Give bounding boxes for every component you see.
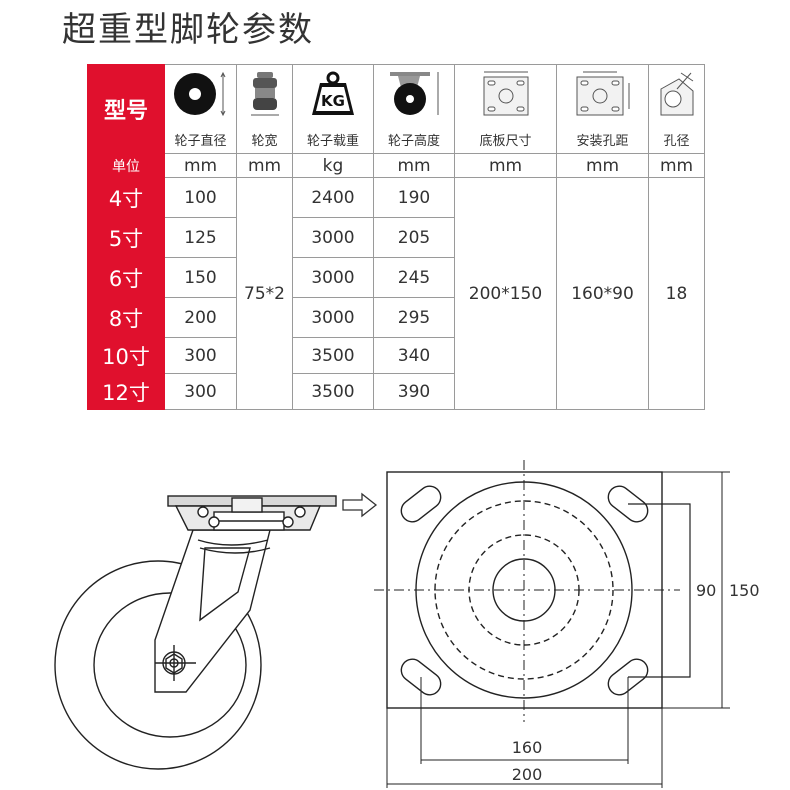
load-cell: 3500 <box>292 337 374 374</box>
table-row: 8寸 200 3000 295 <box>87 297 705 338</box>
diameter-cell: 150 <box>164 257 237 298</box>
size-cell: 6寸 <box>87 257 165 298</box>
hole-diameter-cell: 18 <box>648 177 705 410</box>
size-cell: 10寸 <box>87 337 165 374</box>
dimension-200: 200 <box>512 765 543 784</box>
spec-table: 型号 轮子直径 轮宽 KG 轮子载重 <box>87 64 705 410</box>
size-cell: 4寸 <box>87 177 165 218</box>
diameter-cell: 125 <box>164 217 237 258</box>
col-label: 底板尺寸 <box>479 134 532 149</box>
hole-spacing-icon <box>576 71 629 116</box>
unit-cell: mm <box>164 153 237 178</box>
unit-cell: mm <box>373 153 455 178</box>
header-load: KG 轮子载重 <box>292 64 374 154</box>
width-cell: 75*2 <box>236 177 293 410</box>
page-title: 超重型脚轮参数 <box>62 10 314 50</box>
base-plate-cell: 200*150 <box>454 177 557 410</box>
load-cell: 2400 <box>292 177 374 218</box>
base-plate-icon <box>483 71 528 116</box>
diameter-cell: 300 <box>164 337 237 374</box>
size-cell: 12寸 <box>87 373 165 410</box>
table-row: 12寸 300 3500 390 <box>87 373 705 410</box>
header-height: 轮子高度 <box>373 64 455 154</box>
height-cell: 340 <box>373 337 455 374</box>
hole-spacing-cell: 160*90 <box>556 177 649 410</box>
header-row: 型号 轮子直径 轮宽 KG 轮子载重 <box>87 64 705 154</box>
height-cell: 205 <box>373 217 455 258</box>
unit-cell: kg <box>292 153 374 178</box>
col-label: 安装孔距 <box>576 134 629 149</box>
kg-icon-text: KG <box>321 92 345 110</box>
arrow-right-icon <box>342 492 378 518</box>
table-row: 10寸 300 3500 340 <box>87 337 705 374</box>
load-cell: 3000 <box>292 217 374 258</box>
unit-cell: mm <box>556 153 649 178</box>
dimension-160: 160 <box>512 738 543 757</box>
col-label: 轮子载重 <box>306 134 359 149</box>
height-cell: 295 <box>373 297 455 338</box>
caster-side-view <box>54 495 337 770</box>
weight-kg-icon: KG <box>312 71 354 115</box>
height-cell: 190 <box>373 177 455 218</box>
unit-cell: mm <box>648 153 705 178</box>
header-width: 轮宽 <box>236 64 293 154</box>
wheel-diameter-icon <box>173 71 225 117</box>
model-label: 型号 <box>87 64 165 154</box>
load-cell: 3000 <box>292 297 374 338</box>
diameter-cell: 200 <box>164 297 237 338</box>
header-hole-spacing: 安装孔距 <box>556 64 649 154</box>
table-row: 6寸 150 3000 245 <box>87 257 705 298</box>
load-cell: 3500 <box>292 373 374 410</box>
col-label: 孔径 <box>663 134 690 149</box>
col-label: 轮宽 <box>251 134 278 149</box>
wheel-height-icon <box>390 72 439 115</box>
base-plate-top-view <box>374 460 730 788</box>
height-cell: 245 <box>373 257 455 298</box>
size-cell: 8寸 <box>87 297 165 338</box>
height-cell: 390 <box>373 373 455 410</box>
unit-cell: mm <box>454 153 557 178</box>
table-row: 4寸 100 75*2 2400 190 200*150 160*90 18 <box>87 177 705 410</box>
diameter-cell: 300 <box>164 373 237 410</box>
col-label: 轮子高度 <box>387 134 440 149</box>
header-diameter: 轮子直径 <box>164 64 237 154</box>
col-label: 轮子直径 <box>174 134 227 149</box>
dimension-150: 150 <box>729 581 760 600</box>
hole-diameter-icon <box>660 72 693 116</box>
wheel-width-icon <box>250 72 279 116</box>
header-hole-diameter: 孔径 <box>648 64 705 154</box>
diameter-cell: 100 <box>164 177 237 218</box>
technical-drawing: 90 150 160 200 <box>54 460 760 788</box>
load-cell: 3000 <box>292 257 374 298</box>
unit-cell: mm <box>236 153 293 178</box>
dimension-90: 90 <box>696 581 716 600</box>
size-cell: 5寸 <box>87 217 165 258</box>
unit-row: 单位 mm mm kg mm mm mm mm <box>87 153 705 178</box>
unit-label: 单位 <box>87 153 165 178</box>
header-base-plate: 底板尺寸 <box>454 64 557 154</box>
